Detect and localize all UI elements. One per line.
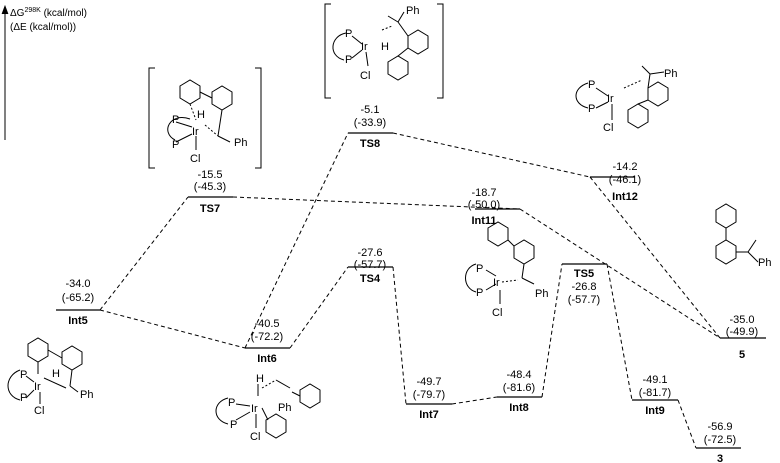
structure-Int5 bbox=[7, 337, 83, 404]
axis-label-de: (ΔE (kcal/mol)) bbox=[10, 22, 76, 33]
atom-TS8-H: H bbox=[381, 41, 389, 53]
atom-Int6-H: H bbox=[256, 373, 264, 385]
atom-Int12-Cl: Cl bbox=[603, 122, 613, 134]
label-TS4: TS4 bbox=[360, 273, 381, 285]
label-Int5: Int5 bbox=[68, 315, 88, 327]
dg-Int6: -40.5 bbox=[254, 318, 279, 330]
structure-TS7 bbox=[148, 67, 262, 169]
de-Int8: (-81.6) bbox=[503, 382, 535, 394]
label-P5: 5 bbox=[739, 349, 745, 361]
connectors bbox=[99, 132, 721, 449]
atom-Int5-Ir: Ir bbox=[34, 381, 41, 393]
label-Int9: Int9 bbox=[645, 405, 665, 417]
de-Int11: (-50.0) bbox=[468, 199, 500, 211]
axis-label-dg: ΔG298K (kcal/mol) bbox=[10, 7, 87, 19]
atom-TS8-Cl: Cl bbox=[360, 70, 370, 82]
atom-Int5-P2: P bbox=[20, 392, 27, 404]
de-TS7: (-45.3) bbox=[194, 181, 226, 193]
label-Int11: Int11 bbox=[471, 215, 496, 227]
label-Int8: Int8 bbox=[509, 402, 529, 414]
label-TS8: TS8 bbox=[360, 138, 380, 150]
atom-TS7-Ir: Ir bbox=[192, 126, 199, 138]
de-TS5: (-57.7) bbox=[568, 294, 600, 306]
atom-Int5-Ph: Ph bbox=[80, 389, 93, 401]
atom-Int12-Ph: Ph bbox=[664, 68, 677, 80]
dg-Int9: -49.1 bbox=[642, 374, 667, 386]
de-Int12: (-46.1) bbox=[609, 174, 641, 186]
dg-P5: -35.0 bbox=[729, 314, 754, 326]
structure-TS8 bbox=[324, 3, 444, 99]
dg-TS8: -5.1 bbox=[361, 104, 380, 116]
level-texts: -34.0 (-65.2) Int5 -15.5 (-45.3) TS7 -40… bbox=[62, 104, 758, 463]
de-TS4: (-57.7) bbox=[354, 259, 386, 271]
atom-Int8-Ir: Ir bbox=[493, 277, 500, 289]
atom-Int6-P2: P bbox=[230, 419, 237, 431]
atom-Int5-H: H bbox=[52, 368, 60, 380]
de-TS8: (-33.9) bbox=[354, 117, 386, 129]
structure-P5 bbox=[715, 203, 759, 265]
dg-Int8: -48.4 bbox=[506, 369, 531, 381]
atom-Int6-Ir: Ir bbox=[251, 403, 258, 415]
atom-TS7-Cl: Cl bbox=[190, 153, 200, 165]
atom-TS7-H: H bbox=[197, 109, 205, 121]
atom-P5-Ph: Ph bbox=[758, 257, 771, 269]
de-P5: (-49.9) bbox=[726, 326, 758, 338]
energy-axis-arrowhead bbox=[1, 4, 9, 15]
atom-Int8-P2: P bbox=[476, 287, 483, 299]
dg-Int5: -34.0 bbox=[65, 278, 90, 290]
atom-Int12-Ir: Ir bbox=[607, 93, 614, 105]
atom-Int12-P1: P bbox=[588, 79, 595, 91]
atom-Int6-Ph: Ph bbox=[278, 402, 291, 414]
label-TS7: TS7 bbox=[200, 203, 220, 215]
atom-TS8-Ph: Ph bbox=[406, 5, 419, 17]
de-Int7: (-79.7) bbox=[413, 389, 445, 401]
atom-Int6-P1: P bbox=[228, 397, 235, 409]
structure-Int8 bbox=[465, 221, 535, 304]
atom-Int6-Cl: Cl bbox=[250, 431, 260, 443]
dg-Int7: -49.7 bbox=[416, 376, 441, 388]
atom-Int8-P1: P bbox=[476, 263, 483, 275]
atom-Int8-Ph: Ph bbox=[535, 288, 548, 300]
atom-Int5-P1: P bbox=[20, 369, 27, 381]
de-Int6: (-72.2) bbox=[251, 331, 283, 343]
dg-Int11: -18.7 bbox=[471, 187, 496, 199]
atom-TS8-P2: P bbox=[345, 54, 352, 66]
de-P3: (-72.5) bbox=[704, 434, 736, 446]
de-Int9: (-81.7) bbox=[639, 387, 671, 399]
label-P3: 3 bbox=[717, 453, 723, 463]
dg-Int12: -14.2 bbox=[612, 161, 637, 173]
label-Int6: Int6 bbox=[257, 353, 277, 365]
atom-Int5-Cl: Cl bbox=[34, 405, 44, 417]
atom-TS7-P1: P bbox=[172, 114, 179, 126]
label-Int12: Int12 bbox=[612, 191, 638, 203]
dg-TS5: -26.8 bbox=[571, 281, 596, 293]
de-Int5: (-65.2) bbox=[62, 292, 94, 304]
atom-TS8-P1: P bbox=[345, 28, 352, 40]
atom-TS7-Ph: Ph bbox=[234, 137, 247, 149]
dg-TS4: -27.6 bbox=[357, 247, 382, 259]
dg-TS7: -15.5 bbox=[197, 169, 222, 181]
atom-Int12-P2: P bbox=[588, 103, 595, 115]
atom-TS7-P2: P bbox=[172, 139, 179, 151]
levels bbox=[56, 132, 766, 449]
structure-Int6 bbox=[215, 379, 321, 439]
structure-Int12 bbox=[575, 65, 669, 129]
label-Int7: Int7 bbox=[419, 409, 439, 421]
dg-P3: -56.9 bbox=[707, 421, 732, 433]
atom-Int8-Cl: Cl bbox=[492, 307, 502, 319]
label-TS5: TS5 bbox=[574, 268, 594, 280]
atom-TS8-Ir: Ir bbox=[361, 41, 368, 53]
